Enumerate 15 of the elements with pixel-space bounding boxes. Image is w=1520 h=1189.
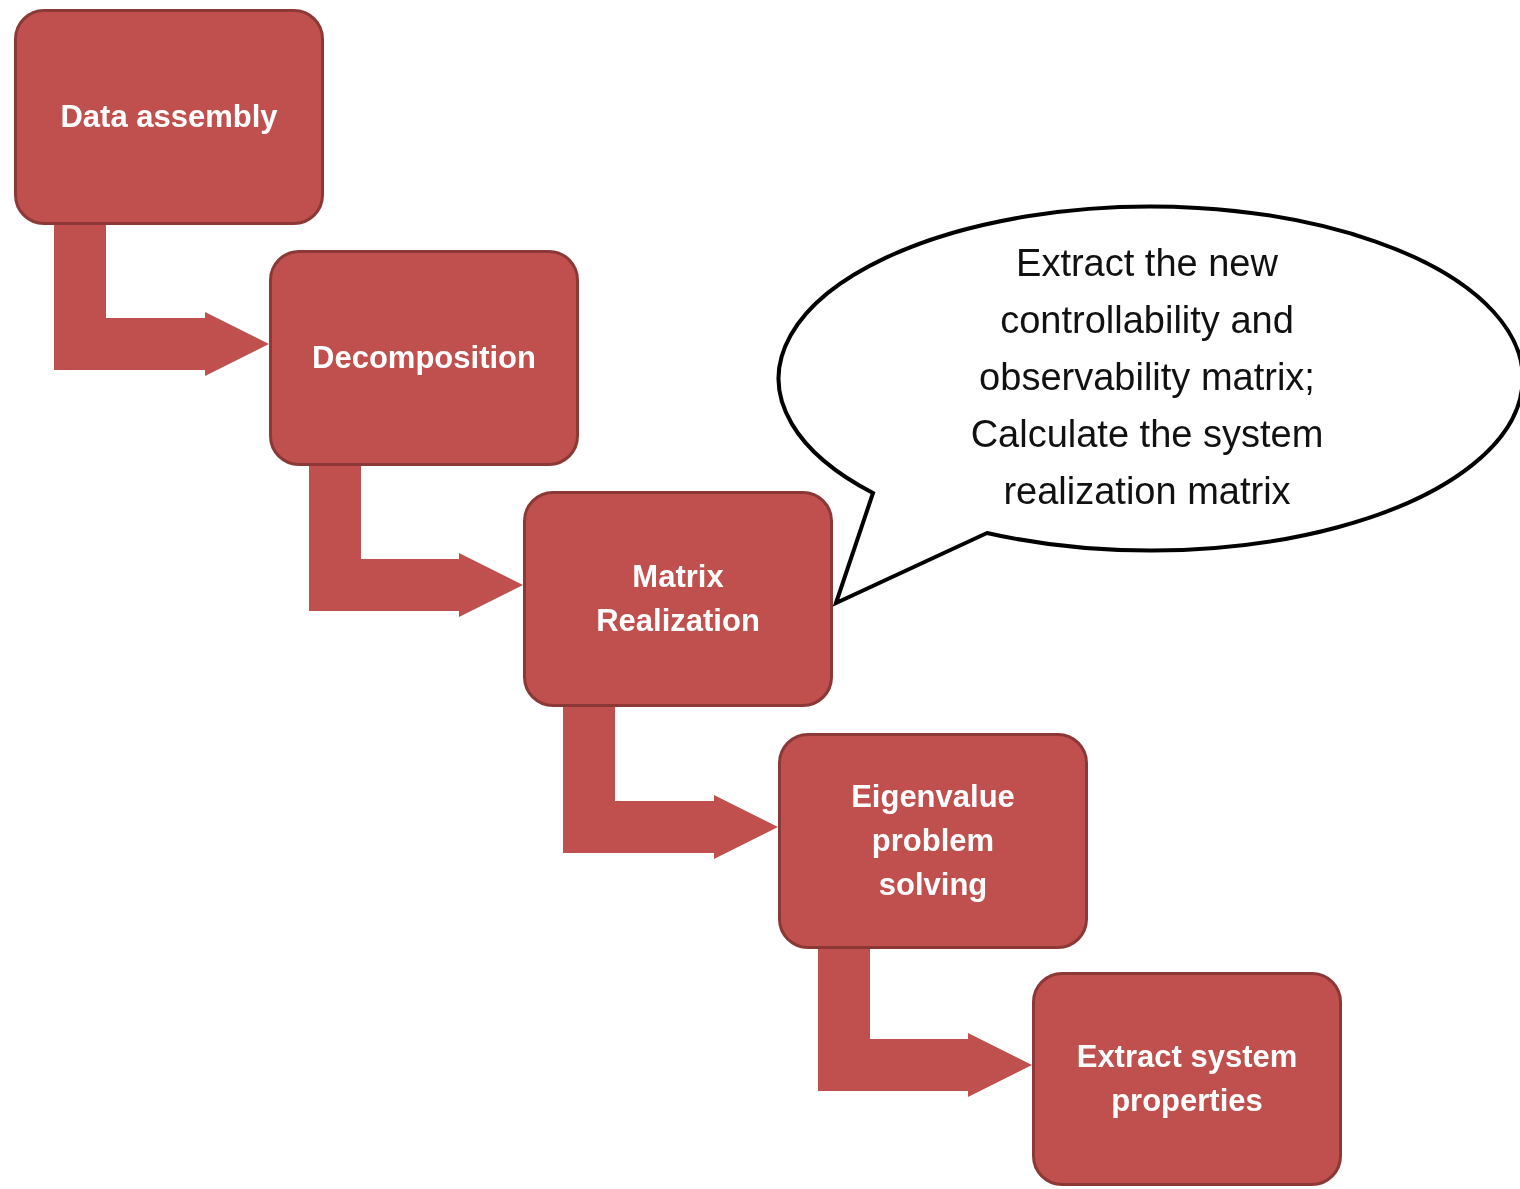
bent-arrow [563,707,778,859]
step-label: Matrix Realization [595,558,761,640]
bent-arrow [818,949,1032,1097]
step-label: Extract system properties [1075,1038,1299,1120]
process-box [14,9,324,225]
callout-text: Extract the new controllability and observability matrix; Calculate the system realization matrix [969,241,1325,514]
bent-arrow [54,225,269,376]
step-label: Decomposition [312,339,536,377]
step-label: Data assembly [60,98,278,136]
process-box [523,491,833,707]
step-label: Eigenvalue problem solving [850,778,1016,904]
process-box [1032,972,1342,1186]
bent-arrow [309,466,523,617]
process-box [269,250,579,466]
process-box [778,733,1088,949]
